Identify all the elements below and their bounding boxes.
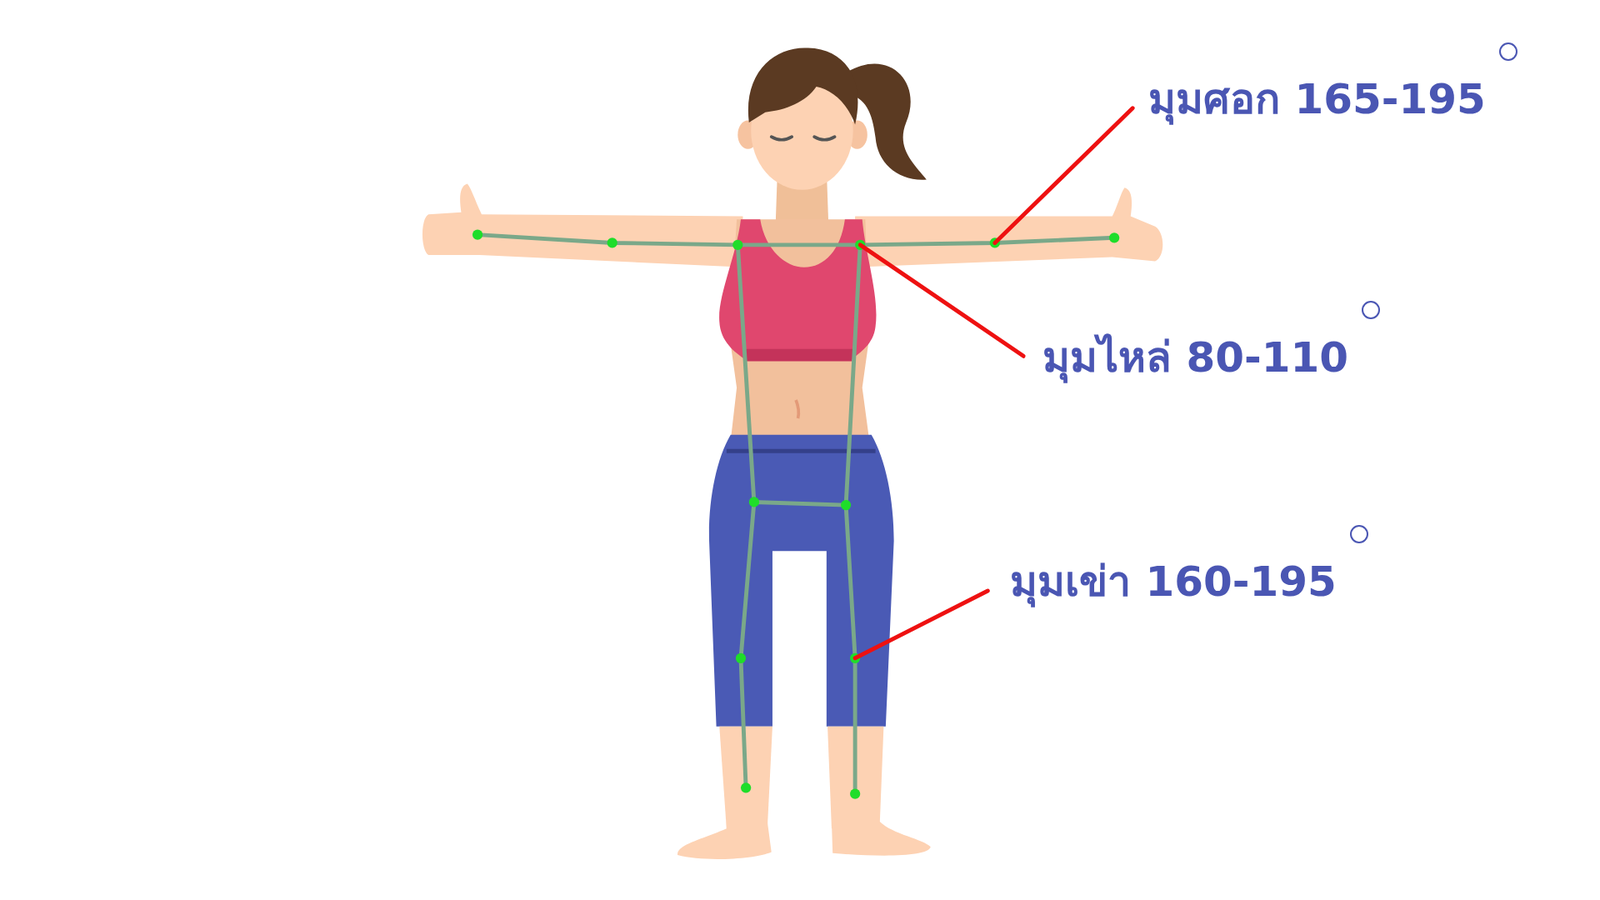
angle-label: มุมไหล่ 80-110: [1042, 332, 1352, 383]
angle-label: มุมเข่า 160-195: [1010, 556, 1340, 607]
angle-label: มุมศอก 165-195: [1148, 74, 1490, 125]
